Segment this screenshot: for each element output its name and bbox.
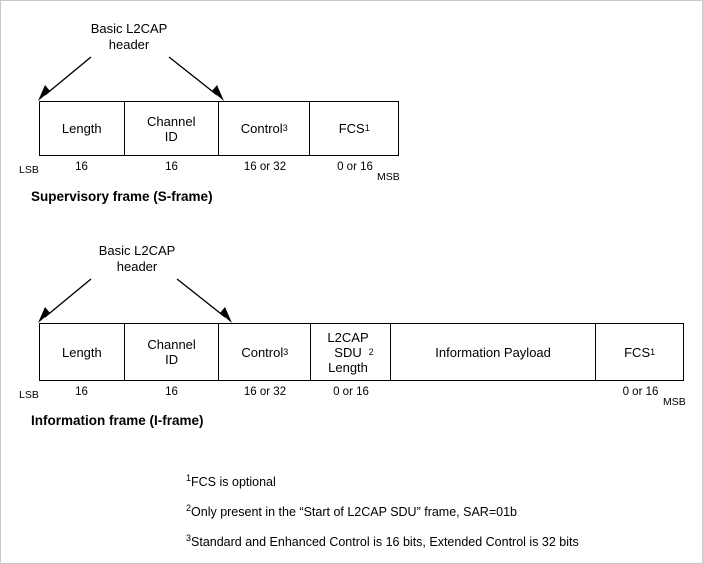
footnote-3-marker: 3 bbox=[186, 533, 192, 543]
iframe-cell-fcs-sup: 1 bbox=[650, 346, 656, 357]
iframe-cell-channel-id: Channel ID bbox=[125, 324, 220, 380]
sframe-msb-label: MSB bbox=[377, 171, 400, 183]
iframe-cell-fcs-text: FCS bbox=[624, 344, 651, 360]
iframe-lsb-label: LSB bbox=[19, 389, 39, 401]
iframe-callout-arrow-right bbox=[176, 278, 232, 323]
iframe-bits-control: 16 or 32 bbox=[243, 386, 287, 398]
footnote-1-text: FCS is optional bbox=[191, 475, 276, 490]
sframe-cell-fcs-text: FCS bbox=[338, 121, 365, 136]
iframe-cell-control-text: Control bbox=[241, 344, 284, 360]
footnote-1: 1FCS is optional bbox=[186, 473, 276, 489]
iframe-bits-length: 16 bbox=[75, 386, 88, 398]
iframe-cell-length: Length bbox=[40, 324, 125, 380]
sframe-cell-control-sup: 3 bbox=[282, 123, 288, 133]
iframe-cell-length-text: Length bbox=[61, 344, 102, 360]
iframe-title: Information frame (I-frame) bbox=[31, 413, 204, 428]
sframe-cell-length-text: Length bbox=[61, 121, 102, 136]
footnote-3: 3Standard and Enhanced Control is 16 bit… bbox=[186, 533, 579, 549]
iframe-bits-l2cap-sdu-length: 0 or 16 bbox=[333, 386, 369, 398]
sframe-callout-arrow-left bbox=[38, 56, 92, 101]
sframe-cell-fcs-sup: 1 bbox=[364, 123, 370, 133]
iframe-cell-channel-id-text: Channel ID bbox=[147, 337, 196, 367]
sframe-callout-label: Basic L2CAP header bbox=[90, 21, 168, 52]
footnote-2-marker: 2 bbox=[186, 503, 192, 513]
sframe-cell-control-text: Control bbox=[240, 121, 283, 136]
sframe-bits-control: 16 or 32 bbox=[243, 161, 287, 173]
footnote-2: 2Only present in the “Start of L2CAP SDU… bbox=[186, 503, 517, 519]
iframe-cell-control-sup: 3 bbox=[283, 346, 289, 357]
sframe-lsb-label: LSB bbox=[19, 164, 39, 176]
sframe-bits-length: 16 bbox=[75, 161, 88, 173]
iframe-bits-channel-id: 16 bbox=[165, 386, 178, 398]
footnote-3-text: Standard and Enhanced Control is 16 bits… bbox=[191, 535, 579, 550]
iframe-cell-information-payload: Information Payload bbox=[391, 324, 597, 380]
sframe-callout-arrow-right bbox=[168, 56, 224, 101]
footnote-1-marker: 1 bbox=[186, 473, 192, 483]
iframe-cell-l2cap-sdu-length-text: L2CAP SDU Length bbox=[327, 329, 369, 375]
iframe-callout-arrow-left bbox=[38, 278, 92, 323]
footnote-2-text: Only present in the “Start of L2CAP SDU”… bbox=[191, 505, 517, 520]
sframe-title: Supervisory frame (S-frame) bbox=[31, 189, 213, 204]
sframe-cell-channel-id-text: Channel ID bbox=[147, 113, 196, 144]
sframe-cell-length: Length bbox=[40, 102, 125, 155]
iframe-cell-l2cap-sdu-length-sup: 2 bbox=[368, 346, 374, 357]
iframe-bits-fcs: 0 or 16 bbox=[622, 386, 659, 398]
sframe-bits-fcs: 0 or 16 bbox=[337, 161, 373, 173]
iframe-msb-label: MSB bbox=[663, 396, 686, 408]
sframe-bits-channel-id: 16 bbox=[165, 161, 178, 173]
iframe-callout-label: Basic L2CAP header bbox=[98, 243, 176, 274]
sframe-cell-channel-id: Channel ID bbox=[125, 102, 219, 155]
iframe-cell-information-payload-text: Information Payload bbox=[435, 344, 551, 360]
